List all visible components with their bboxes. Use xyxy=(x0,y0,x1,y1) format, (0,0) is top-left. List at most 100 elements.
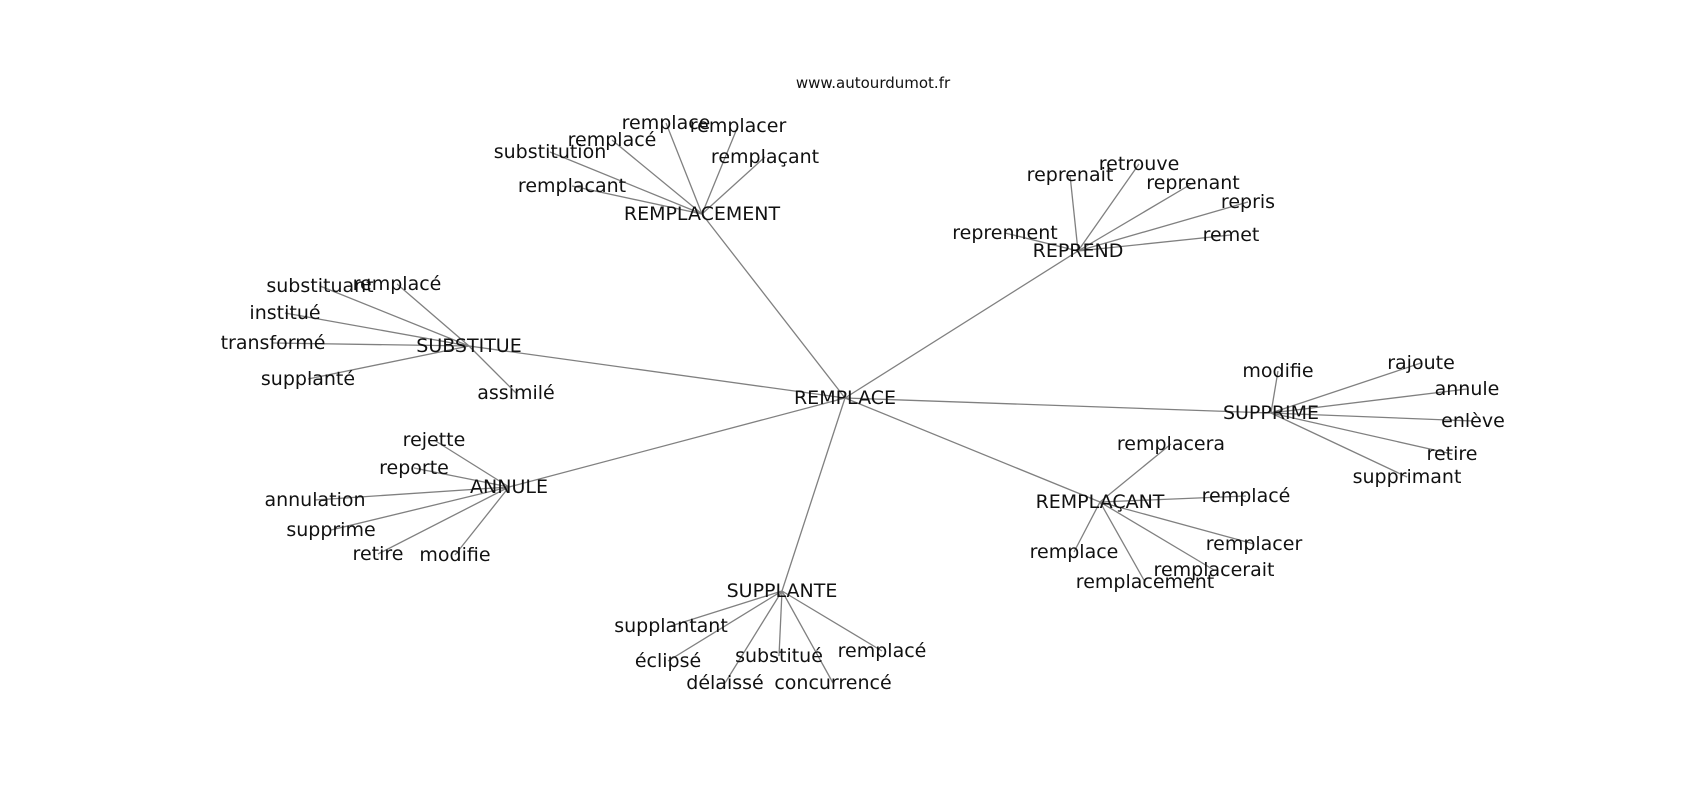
leaf-node-supprime-3[interactable]: enlève xyxy=(1441,410,1505,432)
leaf-node-supprime-0[interactable]: modifie xyxy=(1242,360,1313,382)
site-watermark: www.autourdumot.fr xyxy=(796,74,951,92)
leaf-node-supplante-5[interactable]: concurrencé xyxy=(774,672,891,694)
graph-edges xyxy=(272,122,1474,684)
leaf-node-supprime-4[interactable]: retire xyxy=(1427,443,1478,465)
hub-node-supprime[interactable]: SUPPRIME xyxy=(1223,402,1319,424)
leaf-node-supprime-5[interactable]: supprimant xyxy=(1353,466,1462,488)
edge-supplante-1 xyxy=(667,590,783,662)
edge-remplacement-0 xyxy=(611,139,703,215)
edge-remplacement-3 xyxy=(549,151,703,215)
hub-node-reprend[interactable]: REPREND xyxy=(1033,240,1124,262)
leaf-node-supprime-1[interactable]: rajoute xyxy=(1387,352,1455,374)
leaf-node-remplacement-0[interactable]: remplacé xyxy=(568,129,657,151)
leaf-node-annule-1[interactable]: reporte xyxy=(379,457,449,479)
leaf-node-reprend-4[interactable]: reprennent xyxy=(952,222,1058,244)
leaf-node-reprend-3[interactable]: repris xyxy=(1221,191,1275,213)
edge-supplante-5 xyxy=(781,590,834,684)
edge-supprime-4 xyxy=(1270,412,1453,455)
leaf-node-remplacement-4[interactable]: remplaçant xyxy=(711,146,819,168)
leaf-node-remplacant-4[interactable]: remplacerait xyxy=(1154,559,1275,581)
edge-remplacant-3 xyxy=(1099,501,1255,545)
edge-reprend-0 xyxy=(1069,174,1079,252)
edge-supplante-3 xyxy=(781,590,883,652)
edge-reprend-4 xyxy=(1004,232,1079,252)
leaf-node-supprime-2[interactable]: annule xyxy=(1435,378,1500,400)
edge-substitue-2 xyxy=(284,312,470,347)
hub-node-supplante[interactable]: SUPPLANTE xyxy=(727,580,838,602)
edge-supprime-1 xyxy=(1270,362,1422,414)
leaf-node-remplacement-2[interactable]: remplacer xyxy=(690,115,787,137)
edge-center-supprime xyxy=(844,397,1272,414)
leaf-node-remplacant-5[interactable]: remplacement xyxy=(1076,571,1214,593)
edge-annule-3 xyxy=(330,486,510,531)
leaf-node-reprend-2[interactable]: reprenant xyxy=(1146,172,1239,194)
edge-substitue-0 xyxy=(319,285,470,347)
leaf-node-substitue-4[interactable]: supplanté xyxy=(261,368,355,390)
leaf-node-annule-4[interactable]: retire xyxy=(353,543,404,565)
leaf-node-remplacement-1[interactable]: remplace xyxy=(622,112,711,134)
edge-center-remplacant xyxy=(844,397,1101,503)
edge-supprime-0 xyxy=(1270,370,1279,414)
leaf-node-remplacant-2[interactable]: remplace xyxy=(1030,541,1119,563)
leaf-node-substitue-2[interactable]: institué xyxy=(249,302,320,324)
edge-reprend-5 xyxy=(1077,234,1232,252)
edge-remplacant-2 xyxy=(1073,501,1101,553)
hub-node-remplacement[interactable]: REMPLACEMENT xyxy=(624,203,781,225)
edge-center-substitue xyxy=(468,345,846,399)
leaf-node-annule-2[interactable]: annulation xyxy=(264,489,365,511)
center-node[interactable]: REMPLACE xyxy=(794,387,896,409)
edge-center-annule xyxy=(508,397,846,488)
edge-annule-1 xyxy=(413,467,510,488)
graph-labels: REMPLACEREMPLACEMENTremplacéremplaceremp… xyxy=(221,112,1505,694)
hub-node-annule[interactable]: ANNULE xyxy=(470,476,548,498)
edge-supplante-4 xyxy=(724,590,783,684)
edge-remplacant-4 xyxy=(1099,501,1215,571)
leaf-node-substitue-1[interactable]: remplacé xyxy=(353,273,442,295)
edge-remplacement-2 xyxy=(701,125,739,215)
leaf-node-reprend-5[interactable]: remet xyxy=(1203,224,1260,246)
leaf-node-supplante-0[interactable]: supplantant xyxy=(614,615,728,637)
leaf-node-supplante-2[interactable]: substitué xyxy=(735,645,823,667)
edge-remplacant-1 xyxy=(1099,495,1247,503)
edge-supprime-5 xyxy=(1270,412,1408,478)
edge-substitue-5 xyxy=(468,345,517,394)
leaf-node-substitue-5[interactable]: assimilé xyxy=(477,382,554,404)
leaf-node-substitue-3[interactable]: transformé xyxy=(221,332,326,354)
edge-substitue-4 xyxy=(307,345,470,380)
edge-annule-0 xyxy=(433,439,510,488)
leaf-node-annule-3[interactable]: supprime xyxy=(286,519,375,541)
edge-annule-5 xyxy=(454,486,510,556)
edge-remplacement-5 xyxy=(571,185,703,215)
edge-remplacement-4 xyxy=(701,156,766,215)
edge-center-supplante xyxy=(781,397,846,592)
leaf-node-remplacement-5[interactable]: remplacant xyxy=(518,175,626,197)
leaf-node-remplacant-3[interactable]: remplacer xyxy=(1206,533,1303,555)
leaf-node-remplacant-1[interactable]: remplacé xyxy=(1202,485,1291,507)
leaf-node-remplacant-0[interactable]: remplacera xyxy=(1117,433,1225,455)
edge-supprime-2 xyxy=(1270,388,1468,414)
hub-node-remplacant[interactable]: REMPLAÇANT xyxy=(1036,491,1165,513)
edge-remplacant-0 xyxy=(1099,443,1172,503)
edge-center-remplacement xyxy=(701,213,846,399)
hub-node-substitue[interactable]: SUBSTITUE xyxy=(416,335,521,357)
edge-reprend-3 xyxy=(1077,201,1249,252)
edge-remplacement-1 xyxy=(665,122,703,215)
edge-center-reprend xyxy=(844,250,1079,399)
edge-supprime-3 xyxy=(1270,412,1474,422)
leaf-node-substitue-0[interactable]: substituant xyxy=(266,275,373,297)
leaf-node-remplacement-3[interactable]: substitution xyxy=(494,141,607,163)
edge-supplante-2 xyxy=(778,590,783,657)
leaf-node-annule-0[interactable]: rejette xyxy=(403,429,466,451)
leaf-node-reprend-1[interactable]: retrouve xyxy=(1099,153,1180,175)
edge-substitue-3 xyxy=(272,342,470,347)
edge-supplante-0 xyxy=(670,590,783,627)
leaf-node-supplante-4[interactable]: délaissé xyxy=(686,672,763,694)
leaf-node-supplante-3[interactable]: remplacé xyxy=(838,640,927,662)
leaf-node-annule-5[interactable]: modifie xyxy=(419,544,490,566)
edge-substitue-1 xyxy=(396,283,470,347)
leaf-node-supplante-1[interactable]: éclipsé xyxy=(635,650,701,672)
edge-reprend-2 xyxy=(1077,182,1194,252)
leaf-node-reprend-0[interactable]: reprenait xyxy=(1027,164,1114,186)
edge-reprend-1 xyxy=(1077,163,1140,252)
